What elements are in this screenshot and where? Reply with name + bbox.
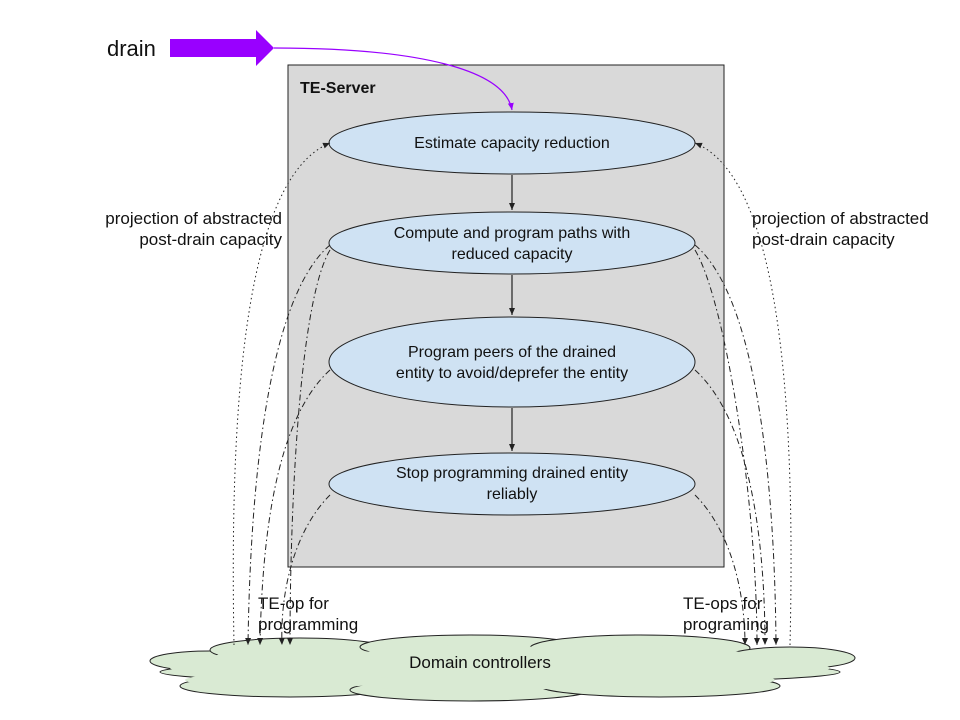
right-projection-label: projection of abstracted post-drain capa… — [752, 209, 929, 249]
cloud-label: Domain controllers — [409, 653, 551, 672]
step3-node — [328, 316, 696, 408]
step2-label: Compute and program paths with reduced c… — [393, 225, 631, 263]
drain-arrow — [170, 30, 274, 66]
step3-label: Program peers of the drained entity to a… — [395, 344, 629, 382]
left-programming-curves — [245, 244, 331, 646]
right-projection-curve — [694, 142, 792, 646]
right-programming-curves — [694, 244, 779, 646]
step2-node — [328, 211, 696, 275]
step4-node — [328, 452, 696, 516]
drain-connector — [273, 47, 514, 111]
step4-label: Stop programming drained entity reliably — [395, 465, 629, 503]
step1-label: Estimate capacity reduction — [414, 134, 610, 152]
right-op-label: TE-ops for programing — [683, 594, 769, 634]
left-projection-label: projection of abstracted post-drain capa… — [105, 209, 282, 249]
drain-label: drain — [107, 36, 156, 61]
left-op-label: TE-op for programming — [258, 594, 359, 634]
te-server-title: TE-Server — [300, 80, 376, 97]
left-projection-curve — [232, 142, 331, 646]
